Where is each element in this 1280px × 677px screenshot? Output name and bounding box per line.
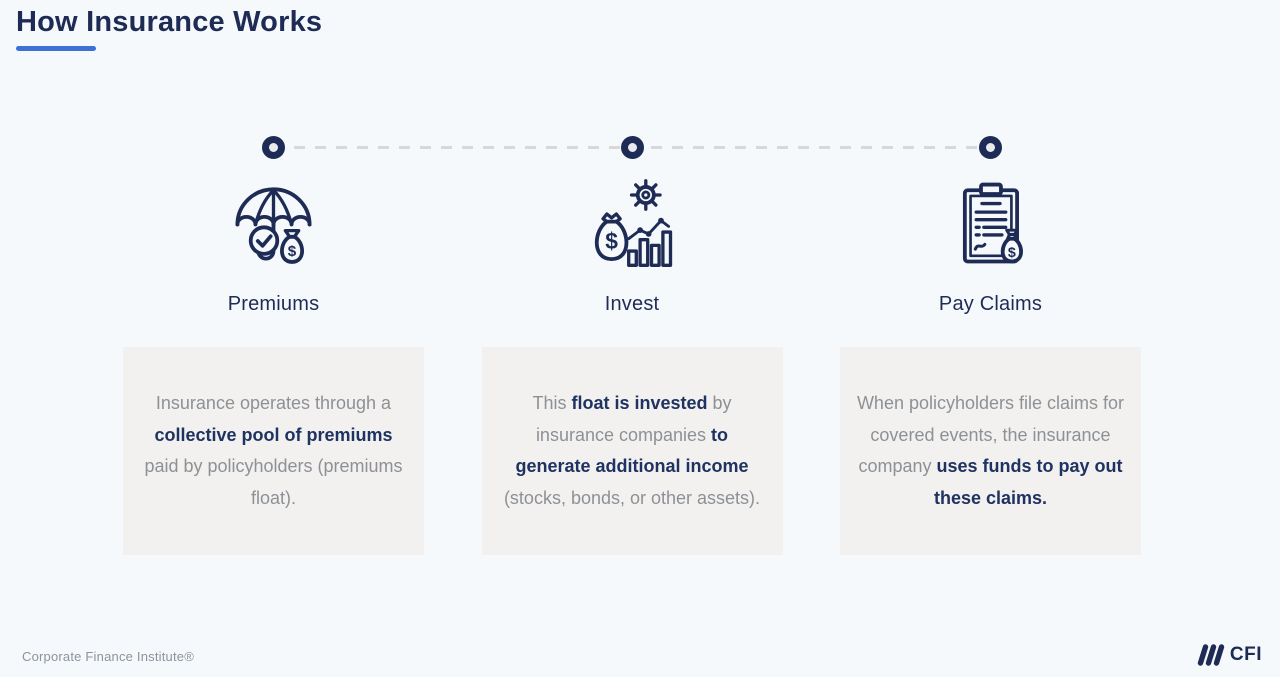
text-run: (stocks, bonds, or other assets). <box>503 487 761 508</box>
timeline-dot-row <box>620 130 644 164</box>
umbrella-clock-moneybag-icon: $ <box>235 187 312 264</box>
step-title: Pay Claims <box>938 293 1043 315</box>
step-description-box: This float is invested by insurance comp… <box>481 347 783 555</box>
text-run: When policyholders file claims for cover… <box>856 393 1125 476</box>
step-description-box: Insurance operates through a collective … <box>123 347 424 555</box>
step-title: Invest <box>604 293 660 315</box>
footer-brand-text: Corporate Finance Institute® <box>22 649 194 664</box>
timeline-dot <box>979 135 1002 159</box>
page-title: How Insurance Works <box>16 6 323 38</box>
cfi-logo: CFI <box>1195 642 1262 668</box>
step-description-box: When policyholders file claims for cover… <box>840 347 1141 555</box>
step-description-text: When policyholders file claims for cover… <box>856 388 1125 514</box>
clipboard-moneybag-icon: $ <box>962 182 1023 264</box>
step-description-text: Insurance operates through a collective … <box>139 388 408 514</box>
timeline-dot <box>262 135 285 159</box>
timeline-dot-row <box>262 130 285 164</box>
timeline-dot <box>620 135 644 159</box>
cfi-logo-text: CFI <box>1229 644 1262 665</box>
text-run: to generate additional income <box>515 424 749 477</box>
text-run: collective pool of premiums <box>154 424 393 445</box>
title-underline <box>16 46 96 51</box>
step-column-pay-claims: $ Pay Claims When policyholders file cla… <box>840 130 1141 555</box>
step-column-premiums: $ Premiums Insurance operates through a … <box>123 130 424 555</box>
moneybag-gear-chart-icon: $ <box>594 179 672 267</box>
step-columns: $ Premiums Insurance operates through a … <box>123 130 1141 555</box>
step-title: Premiums <box>227 293 320 315</box>
slide-header: How Insurance Works <box>16 6 322 51</box>
step-column-invest: $ Invest This float is invested by insur… <box>481 130 783 555</box>
text-run: This <box>532 393 572 413</box>
text-run: by insurance companies <box>535 393 732 445</box>
svg-text:$: $ <box>605 228 618 254</box>
svg-text:$: $ <box>288 243 297 260</box>
timeline-dot-row <box>979 130 1002 164</box>
svg-text:$: $ <box>1008 245 1016 261</box>
text-run: float is invested <box>571 393 708 413</box>
text-run: Insurance operates through a <box>155 393 392 413</box>
text-run: paid by policyholders (premiums float). <box>144 456 403 508</box>
steps-content: $ Premiums Insurance operates through a … <box>123 130 1141 555</box>
cfi-logo-bars-icon <box>1197 644 1225 666</box>
step-description-text: This float is invested by insurance comp… <box>498 388 767 514</box>
text-run: uses funds to pay out these claims. <box>933 456 1123 508</box>
